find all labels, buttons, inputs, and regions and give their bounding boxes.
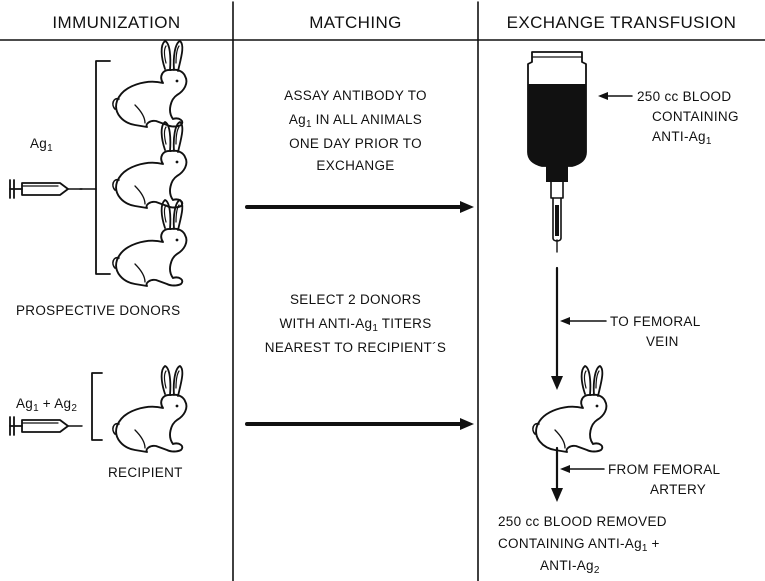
bottle-label-line-3: ANTI-Ag1 [652, 129, 712, 147]
select-line-1: SELECT 2 DONORS [289, 292, 422, 307]
femoral-artery-line-1: FROM FEMORAL [608, 462, 721, 477]
femoral-artery-line-2: ARTERY [650, 482, 707, 497]
donor-bracket [95, 60, 111, 275]
assay-line-4: EXCHANGE [316, 158, 395, 173]
donor-antigen-label: Ag1 [30, 136, 53, 154]
donor-syringe-icon [9, 179, 83, 199]
blood-bottle-icon [527, 51, 587, 253]
prospective-donors-label: PROSPECTIVE DONORS [16, 303, 181, 318]
recipient-rabbit-exchange-icon [531, 365, 608, 453]
assay-line-2: Ag1 IN ALL ANIMALS [288, 112, 423, 130]
recipient-bracket [91, 372, 103, 441]
removed-line-3: ANTI-Ag2 [540, 558, 600, 576]
donor-rabbit-icon [111, 121, 188, 209]
header-immunization: IMMUNIZATION [52, 13, 181, 32]
matching-arrow-top [245, 201, 474, 213]
recipient-label: RECIPIENT [108, 465, 183, 480]
donor-rabbit-icon [111, 199, 188, 287]
recipient-rabbit-icon [111, 365, 188, 453]
donor-rabbit-icon [111, 40, 188, 128]
bottle-label-line-1: 250 cc BLOOD [637, 89, 732, 104]
recipient-antigen-label: Ag1 + Ag2 [16, 396, 77, 414]
removed-line-1: 250 cc BLOOD REMOVED [498, 514, 667, 529]
removed-line-2: CONTAINING ANTI-Ag1 + [498, 536, 660, 554]
femoral-vein-line-2: VEIN [646, 334, 679, 349]
header-matching: MATCHING [309, 13, 402, 32]
header-exchange-transfusion: EXCHANGE TRANSFUSION [506, 13, 737, 32]
bottle-label-pointer [598, 92, 633, 100]
select-line-3: NEAREST TO RECIPIENT´S [264, 340, 447, 355]
bottle-label-line-2: CONTAINING [652, 109, 739, 124]
femoral-vein-line-1: TO FEMORAL [610, 314, 701, 329]
vein-flow-arrow [551, 266, 563, 390]
recipient-syringe-icon [9, 416, 83, 436]
artery-flow-arrow [551, 446, 563, 502]
matching-arrow-bottom [245, 418, 474, 430]
vein-label-pointer [560, 317, 607, 325]
artery-label-pointer [560, 465, 605, 473]
select-line-2: WITH ANTI-Ag1 TITERS [279, 316, 432, 334]
assay-line-1: ASSAY ANTIBODY TO [284, 88, 427, 103]
assay-line-3: ONE DAY PRIOR TO [289, 136, 422, 151]
